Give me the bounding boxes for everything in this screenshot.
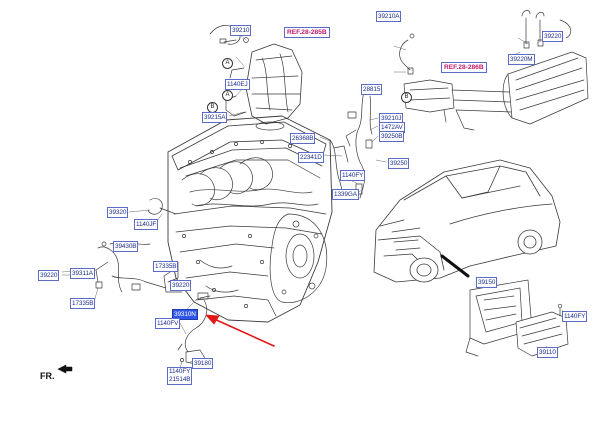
part-callout[interactable]: 26368B [290, 133, 316, 144]
part-callout[interactable]: 39320 [107, 207, 129, 218]
reference-label[interactable]: REF.28-285B [284, 27, 330, 38]
part-callout[interactable]: 1140EJ [225, 79, 250, 90]
part-callout[interactable]: 1140FV [155, 318, 181, 329]
part-callout[interactable]: 21514B [169, 376, 191, 383]
part-callout[interactable]: 39210A [376, 11, 402, 22]
part-callout[interactable]: 1339GA [332, 189, 359, 200]
part-callout[interactable]: 17335B [153, 261, 179, 272]
part-callout[interactable]: 39250B [379, 131, 405, 142]
reference-label[interactable]: REF.28-286B [441, 62, 487, 73]
part-callout[interactable]: 22341D [298, 152, 324, 163]
arrow-icon [57, 364, 73, 374]
part-callout-highlighted[interactable]: 39310N [172, 309, 198, 320]
part-callout[interactable]: 1140FY [562, 311, 588, 322]
part-callout[interactable]: 1140FY [169, 368, 191, 375]
red-arrow-icon [205, 314, 275, 347]
exhaust-pipe-drawing [399, 10, 589, 131]
car-illustration [373, 159, 561, 283]
part-callout[interactable]: 39220M [508, 54, 535, 65]
engine-block-drawing [163, 115, 333, 323]
part-callout[interactable]: 39220 [542, 31, 564, 42]
part-callout-group[interactable]: 1140FY 21514B [167, 367, 193, 385]
part-callout[interactable]: 39311A [70, 268, 95, 279]
part-callout[interactable]: 39110 [537, 347, 558, 358]
part-callout[interactable]: 39220 [170, 280, 192, 291]
part-callout[interactable]: 28815 [361, 84, 383, 95]
part-callout[interactable]: 1140JF [134, 219, 159, 230]
part-callout[interactable]: 39180 [192, 358, 214, 369]
view-marker: B [401, 92, 412, 103]
view-marker: A [222, 58, 233, 69]
orientation-label: FR. [40, 371, 55, 381]
part-callout[interactable]: 39150 [476, 277, 498, 288]
ecu-drawing [465, 279, 569, 357]
part-callout[interactable]: 39210 [230, 25, 252, 36]
part-callout[interactable]: 39250 [388, 158, 410, 169]
catalytic-converter-drawing [209, 25, 303, 131]
view-marker: A [222, 90, 233, 101]
sensor-harness-drawing [329, 87, 373, 199]
part-callout[interactable]: 39220 [38, 270, 60, 281]
part-callout[interactable]: 39215A [202, 112, 228, 123]
part-callout[interactable]: 1140FY [340, 170, 366, 181]
part-callout[interactable]: 17335B [70, 298, 96, 309]
part-callout[interactable]: 39430B [113, 241, 139, 252]
